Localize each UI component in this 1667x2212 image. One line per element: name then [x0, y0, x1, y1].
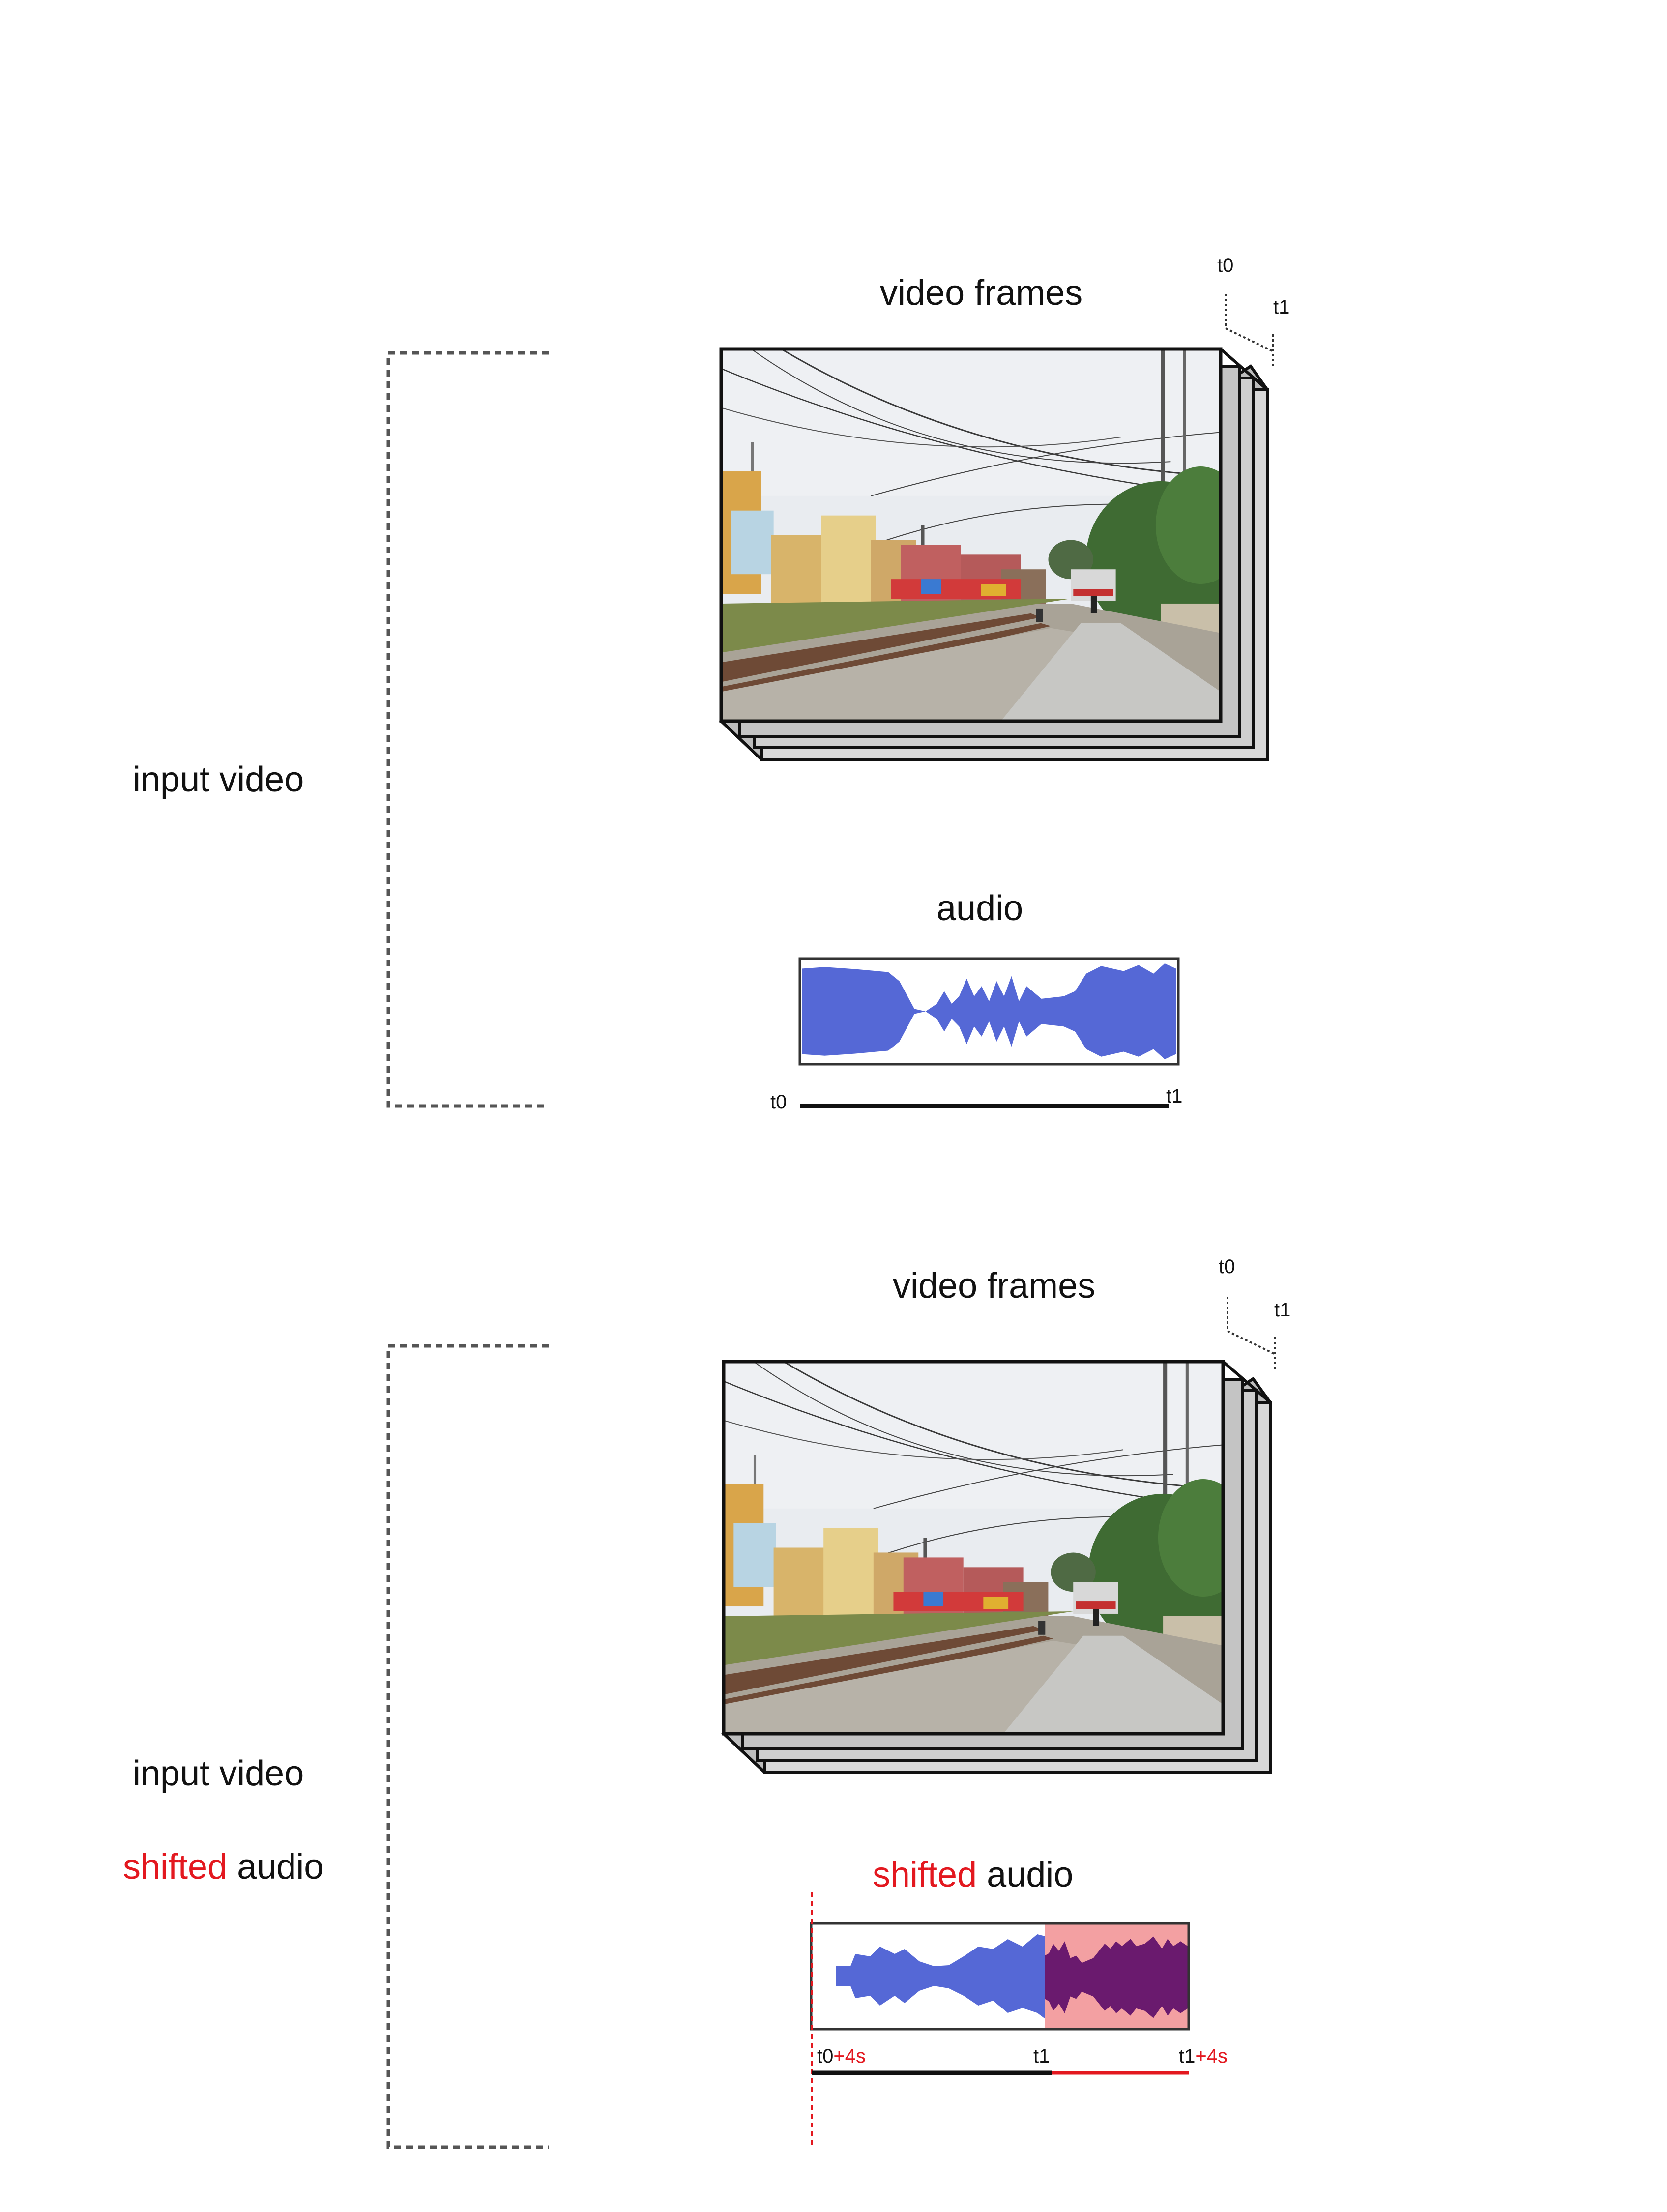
- frames-t0-label-top: t0: [1217, 255, 1234, 276]
- frames-t0-label-bottom: t0: [1219, 1256, 1235, 1278]
- shifted-audio-label-side: shifted audio: [123, 1849, 323, 1885]
- timeline-end-t1: t1: [1179, 2045, 1196, 2067]
- shifted-audio-title: shifted audio: [873, 1857, 1073, 1892]
- frame-time-indicator-bottom: [1227, 1297, 1276, 1371]
- input-video-bracket-top: [386, 351, 549, 1108]
- timeline-end-offset: +4s: [1195, 2045, 1228, 2067]
- input-video-bracket-bottom: [386, 1344, 549, 2149]
- audio-word-side: audio: [227, 1847, 324, 1887]
- input-video-label-top: input video: [133, 760, 304, 799]
- frames-t1-label-top: t1: [1273, 296, 1290, 318]
- audio-word-title: audio: [977, 1855, 1074, 1894]
- input-video-label-bottom: input video: [133, 1754, 304, 1793]
- timeline-start-offset: +4s: [833, 2045, 866, 2067]
- audio-title-top: audio: [936, 889, 1024, 928]
- shifted-audio-waveform: [810, 1922, 1190, 2031]
- frame-time-indicator-top: [1225, 294, 1274, 369]
- timeline-t0-label-top: t0: [770, 1091, 787, 1113]
- shifted-word-side: shifted: [123, 1847, 228, 1887]
- video-frame-stack-top: [719, 347, 1269, 761]
- timeline-start-label: t0+4s: [817, 2046, 866, 2066]
- timeline-start-t0: t0: [817, 2045, 834, 2067]
- video-frame-front-bottom: [722, 1360, 1225, 1736]
- timeline-mid-label: t1: [1033, 2045, 1050, 2067]
- video-frames-title-bottom: video frames: [893, 1266, 1096, 1306]
- frames-t1-label-bottom: t1: [1274, 1299, 1291, 1321]
- video-frame-front-top: [719, 347, 1223, 723]
- video-frames-title-top: video frames: [880, 273, 1083, 313]
- timeline-end-label: t1+4s: [1179, 2046, 1228, 2066]
- timeline-t1-label-top: t1: [1166, 1085, 1183, 1107]
- shifted-word-title: shifted: [873, 1855, 977, 1894]
- audio-waveform-top: [798, 957, 1180, 1066]
- video-frame-stack-bottom: [721, 1360, 1272, 1774]
